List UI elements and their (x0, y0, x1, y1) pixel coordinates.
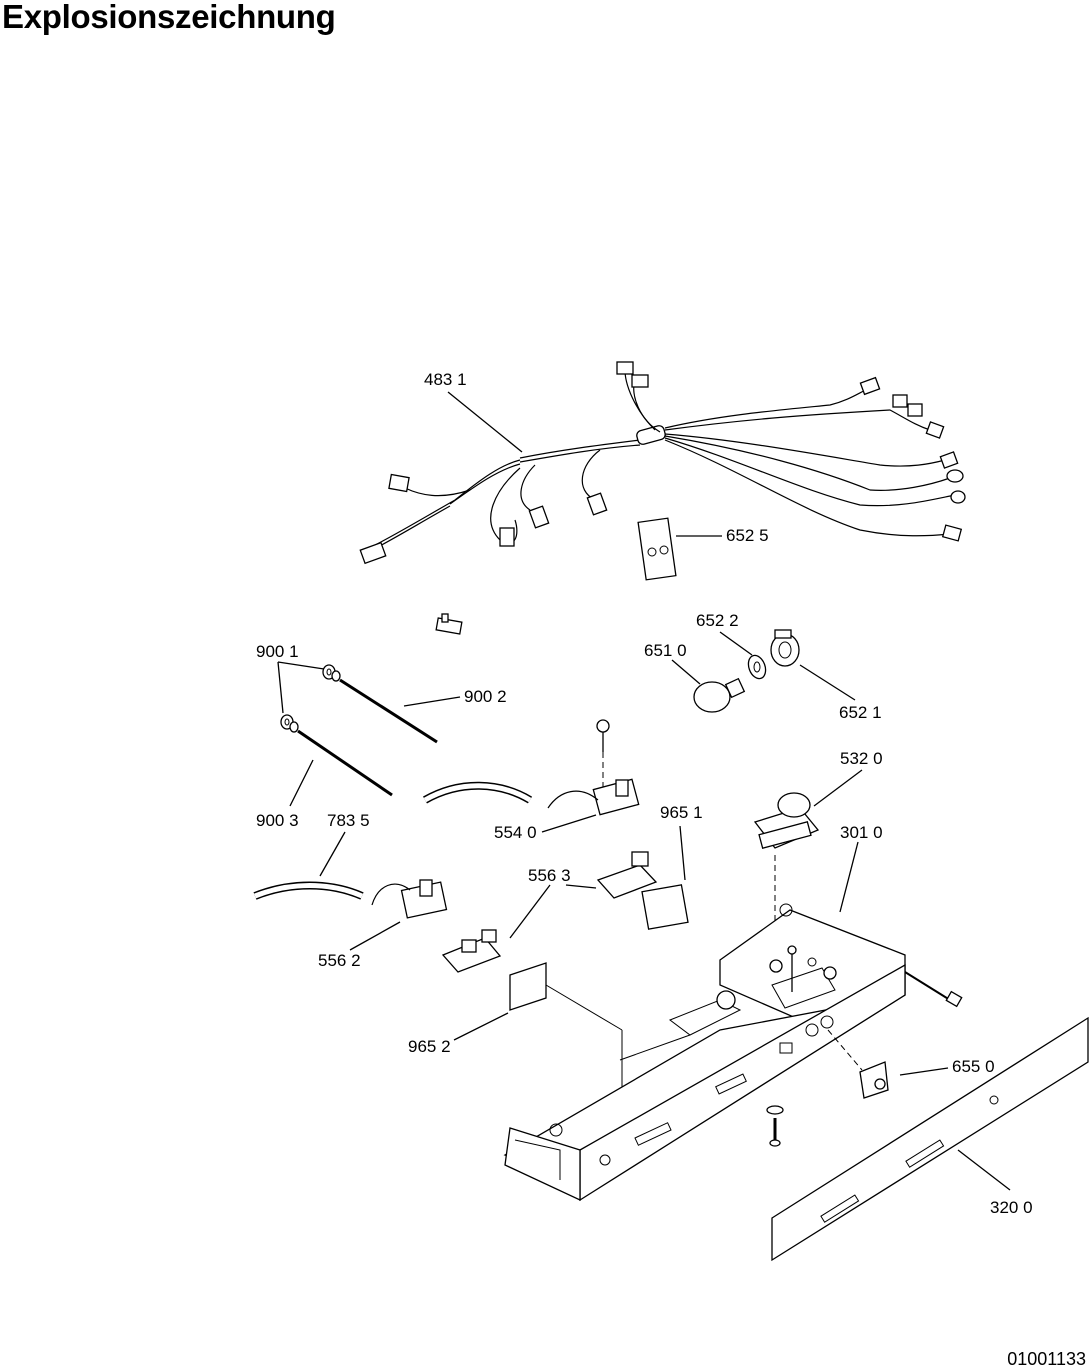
wiring-harness (359, 361, 966, 565)
switch-556-3-b (441, 929, 502, 973)
switch-556-2 (371, 879, 448, 919)
label-652-1: 652 1 (839, 703, 882, 722)
small-clip (435, 613, 463, 635)
label-556-2: 556 2 (318, 951, 361, 970)
label-900-3: 900 3 (256, 811, 299, 830)
label-554-0: 554 0 (494, 823, 537, 842)
label-965-2: 965 2 (408, 1037, 451, 1056)
timer-532-0 (753, 792, 820, 955)
cover-plate (637, 517, 677, 581)
label-652-5: 652 5 (726, 526, 769, 545)
switch-556-3-a (596, 851, 658, 899)
grommet-lower (280, 714, 299, 733)
document-number: 01001133 (1007, 1349, 1086, 1369)
label-655-0: 655 0 (952, 1057, 995, 1076)
switch-554-0 (547, 719, 640, 816)
label-900-1: 900 1 (256, 642, 299, 661)
label-651-0: 651 0 (644, 641, 687, 660)
screw (904, 971, 963, 1008)
label-sticker-965-1 (641, 884, 689, 930)
lamp-bulb (693, 677, 746, 713)
bottom-screw (766, 1105, 784, 1147)
lamp-socket-cover (747, 654, 767, 680)
label-301-0: 301 0 (840, 823, 883, 842)
label-320-0: 320 0 (990, 1198, 1033, 1217)
label-783-5: 783 5 (327, 811, 370, 830)
label-sticker-965-2 (509, 962, 547, 1011)
grommet-upper (322, 664, 341, 682)
control-box-301-0 (503, 903, 906, 1202)
rod-lower (297, 729, 393, 797)
page-title: Explosionszeichnung (2, 0, 336, 35)
label-556-3: 556 3 (528, 866, 571, 885)
label-483-1: 483 1 (424, 370, 467, 389)
front-panel-320-0 (771, 1016, 1089, 1262)
switch-655-0 (827, 1029, 889, 1099)
lamp-socket (770, 629, 800, 667)
label-652-2: 652 2 (696, 611, 739, 630)
label-532-0: 532 0 (840, 749, 883, 768)
label-965-1: 965 1 (660, 803, 703, 822)
label-900-2: 900 2 (464, 687, 507, 706)
rod-upper (339, 678, 438, 744)
